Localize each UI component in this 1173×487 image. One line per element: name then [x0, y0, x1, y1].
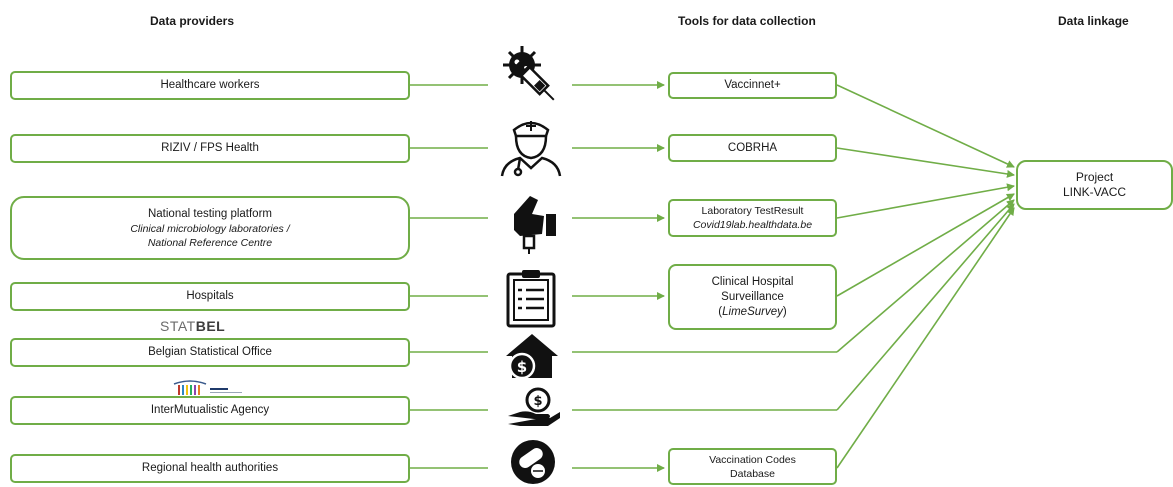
clipboard-icon: [506, 270, 556, 328]
house-money-icon: $: [506, 334, 558, 380]
provider-label: Regional health authorities: [141, 462, 279, 474]
provider-national-testing-platform: National testing platform Clinical micro…: [10, 196, 410, 260]
provider-healthcare-workers: Healthcare workers: [10, 71, 410, 100]
pills-icon: [511, 440, 555, 484]
tool-label: COBRHA: [727, 141, 778, 154]
tool-cobrha: COBRHA: [668, 134, 837, 162]
tool-label-line2: Database: [730, 467, 775, 480]
hand-money-icon: $: [508, 387, 560, 426]
header-tools: Tools for data collection: [678, 14, 816, 28]
tool-label: Vaccinnet+: [724, 79, 781, 91]
linkage-label-line2: LINK-VACC: [1062, 185, 1127, 199]
provider-riziv-fps-health: RIZIV / FPS Health: [10, 134, 410, 163]
svg-text:$: $: [517, 358, 527, 376]
tool-vaccination-codes-database: Vaccination Codes Database: [668, 448, 837, 485]
provider-regional-health-authorities: Regional health authorities: [10, 454, 410, 483]
tool-label-line1: Vaccination Codes: [709, 453, 796, 466]
provider-sublabel-2: National Reference Centre: [147, 236, 273, 249]
header-data-linkage: Data linkage: [1058, 14, 1129, 28]
provider-belgian-statistical-office: Belgian Statistical Office: [10, 338, 410, 367]
tool-label-line1: Laboratory TestResult: [701, 205, 804, 217]
doctor-icon: [500, 121, 562, 177]
tool-label-line2: Surveillance: [721, 290, 784, 303]
statbel-logo-text-light: STAT: [160, 318, 196, 334]
provider-hospitals: Hospitals: [10, 282, 410, 311]
tool-vaccinnet: Vaccinnet+: [668, 72, 837, 99]
test-swab-icon: [514, 196, 556, 254]
provider-intermutualistic-agency: InterMutualistic Agency: [10, 396, 410, 425]
tool-label-line3: LimeSurvey: [722, 305, 783, 318]
linkage-project-link-vacc: Project LINK-VACC: [1016, 160, 1173, 210]
provider-sublabel-1: Clinical microbiology laboratories /: [130, 222, 290, 235]
provider-label: RIZIV / FPS Health: [161, 142, 259, 154]
provider-label: Healthcare workers: [160, 79, 260, 91]
linkage-label-line1: Project: [1075, 170, 1114, 184]
provider-label: National testing platform: [147, 207, 272, 220]
tool-label-line1: Clinical Hospital: [711, 275, 794, 288]
tool-laboratory-testresult: Laboratory TestResult Covid19lab.healthd…: [668, 199, 837, 237]
provider-label: Hospitals: [186, 290, 234, 302]
svg-text:$: $: [533, 394, 542, 409]
provider-label: InterMutualistic Agency: [150, 404, 270, 416]
tool-clinical-hospital-surveillance: Clinical Hospital Surveillance (LimeSurv…: [668, 264, 837, 330]
statbel-logo-text-bold: BEL: [195, 318, 226, 334]
vaccine-syringe-icon: [503, 46, 555, 101]
header-data-providers: Data providers: [150, 14, 235, 28]
ima-logo: [173, 380, 242, 395]
tool-label-line2: Covid19lab.healthdata.be: [692, 219, 813, 231]
provider-label: Belgian Statistical Office: [148, 346, 272, 358]
statbel-logo: STATBEL: [160, 318, 225, 336]
